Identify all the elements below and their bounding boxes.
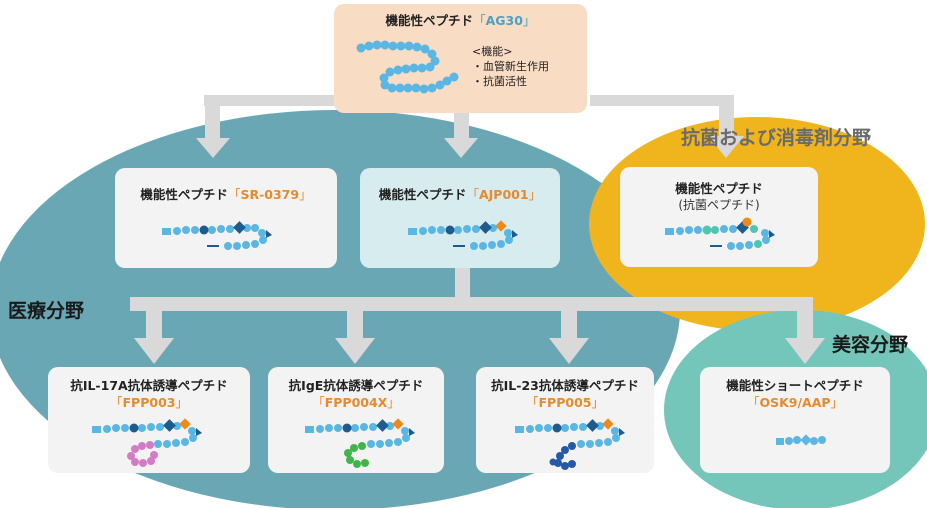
connector-ajp-drop (797, 297, 813, 339)
peptide-title: 機能性ペプチド「AJP001」 (378, 187, 542, 202)
peptide-chain-fpp005 (515, 418, 625, 470)
peptide-chain-ag30 (356, 40, 459, 94)
peptide-box-ag30: 機能性ペプチド「AG30」 (334, 4, 587, 113)
connector-top-bar (590, 95, 730, 106)
peptide-chain-fpp003 (92, 418, 202, 467)
connector-top-stem-right (719, 95, 734, 138)
connector-top-stem-center (454, 113, 469, 140)
function-heading: <機能> (472, 45, 513, 58)
region-label-antibacterial: 抗菌および消毒剤分野 (681, 127, 872, 149)
peptide-title: 機能性ペプチド「SR-0379」 (140, 187, 312, 202)
region-label-medical: 医療分野 (8, 300, 85, 322)
connector-ajp-drop (561, 297, 577, 339)
peptide-title: 機能性ペプチド「AG30」 (385, 13, 536, 28)
function-item: ・血管新生作用 (472, 60, 549, 73)
peptide-code-fpp005: FPP005 (538, 395, 592, 410)
connector-top-bar (204, 95, 344, 106)
peptide-box-fpp005: 抗IL-23抗体誘導ペプチド 「FPP005」 (476, 367, 654, 473)
peptide-box-antibacterial: 機能性ペプチド (抗菌ペプチド) (620, 167, 818, 267)
arrowhead-down (708, 136, 744, 158)
arrowhead-down (196, 138, 230, 158)
peptide-box-fpp003: 抗IL-17A抗体誘導ペプチド 「FPP003」 (48, 367, 250, 473)
peptide-code-sr0379: SR-0379 (240, 187, 300, 202)
peptide-chain-sr0379 (162, 221, 272, 250)
connector-ajp-drop (347, 297, 363, 339)
connector-ajp-stem (455, 268, 470, 302)
arrowhead-down (549, 338, 589, 364)
peptide-title: 抗IL-23抗体誘導ペプチド (491, 378, 639, 393)
peptide-code-line: 「FPP005」 (526, 395, 604, 410)
connector-ajp-drop (146, 297, 162, 339)
peptide-code-osk9: OSK9/AAP (759, 395, 831, 410)
arrowhead-down (444, 138, 478, 158)
function-item: ・抗菌活性 (472, 75, 527, 88)
peptide-box-sr0379: 機能性ペプチド「SR-0379」 (115, 168, 337, 268)
peptide-code-line: 「FPP004X」 (312, 395, 400, 410)
connector-ajp-bar (130, 297, 813, 311)
peptide-code-line: 「OSK9/AAP」 (746, 395, 844, 410)
function-list: <機能> ・血管新生作用 ・抗菌活性 (472, 44, 549, 89)
peptide-chain-ajp001 (408, 220, 518, 250)
region-label-beauty: 美容分野 (832, 334, 909, 356)
peptide-title: 機能性ショートペプチド (726, 378, 864, 393)
peptide-chain-antibacterial (665, 217, 775, 250)
peptide-code-ajp001: AJP001 (478, 187, 529, 202)
arrowhead-down (785, 338, 825, 364)
peptide-box-osk9: 機能性ショートペプチド 「OSK9/AAP」 (700, 367, 890, 473)
connector-top-stem-left (205, 95, 220, 140)
peptide-chain-osk9 (776, 434, 826, 446)
peptide-chain-fpp004x (305, 418, 415, 468)
peptide-title: 抗IL-17A抗体誘導ペプチド (70, 378, 228, 393)
peptide-code-fpp003: FPP003 (122, 395, 176, 410)
arrowhead-down (335, 338, 375, 364)
arrow-connectors (130, 95, 825, 364)
peptide-box-fpp004x: 抗IgE抗体誘導ペプチド 「FPP004X」 (268, 367, 444, 473)
peptide-title: 抗IgE抗体誘導ペプチド (288, 378, 424, 393)
peptide-code-ag30: AG30 (485, 13, 523, 28)
peptide-title: 機能性ペプチド (675, 181, 763, 196)
arrowhead-down (134, 338, 174, 364)
peptide-box-ajp001: 機能性ペプチド「AJP001」 (360, 168, 560, 268)
peptide-subtitle: (抗菌ペプチド) (678, 198, 760, 212)
peptide-code-line: 「FPP003」 (110, 395, 188, 410)
peptide-code-fpp004x: FPP004X (324, 395, 388, 410)
